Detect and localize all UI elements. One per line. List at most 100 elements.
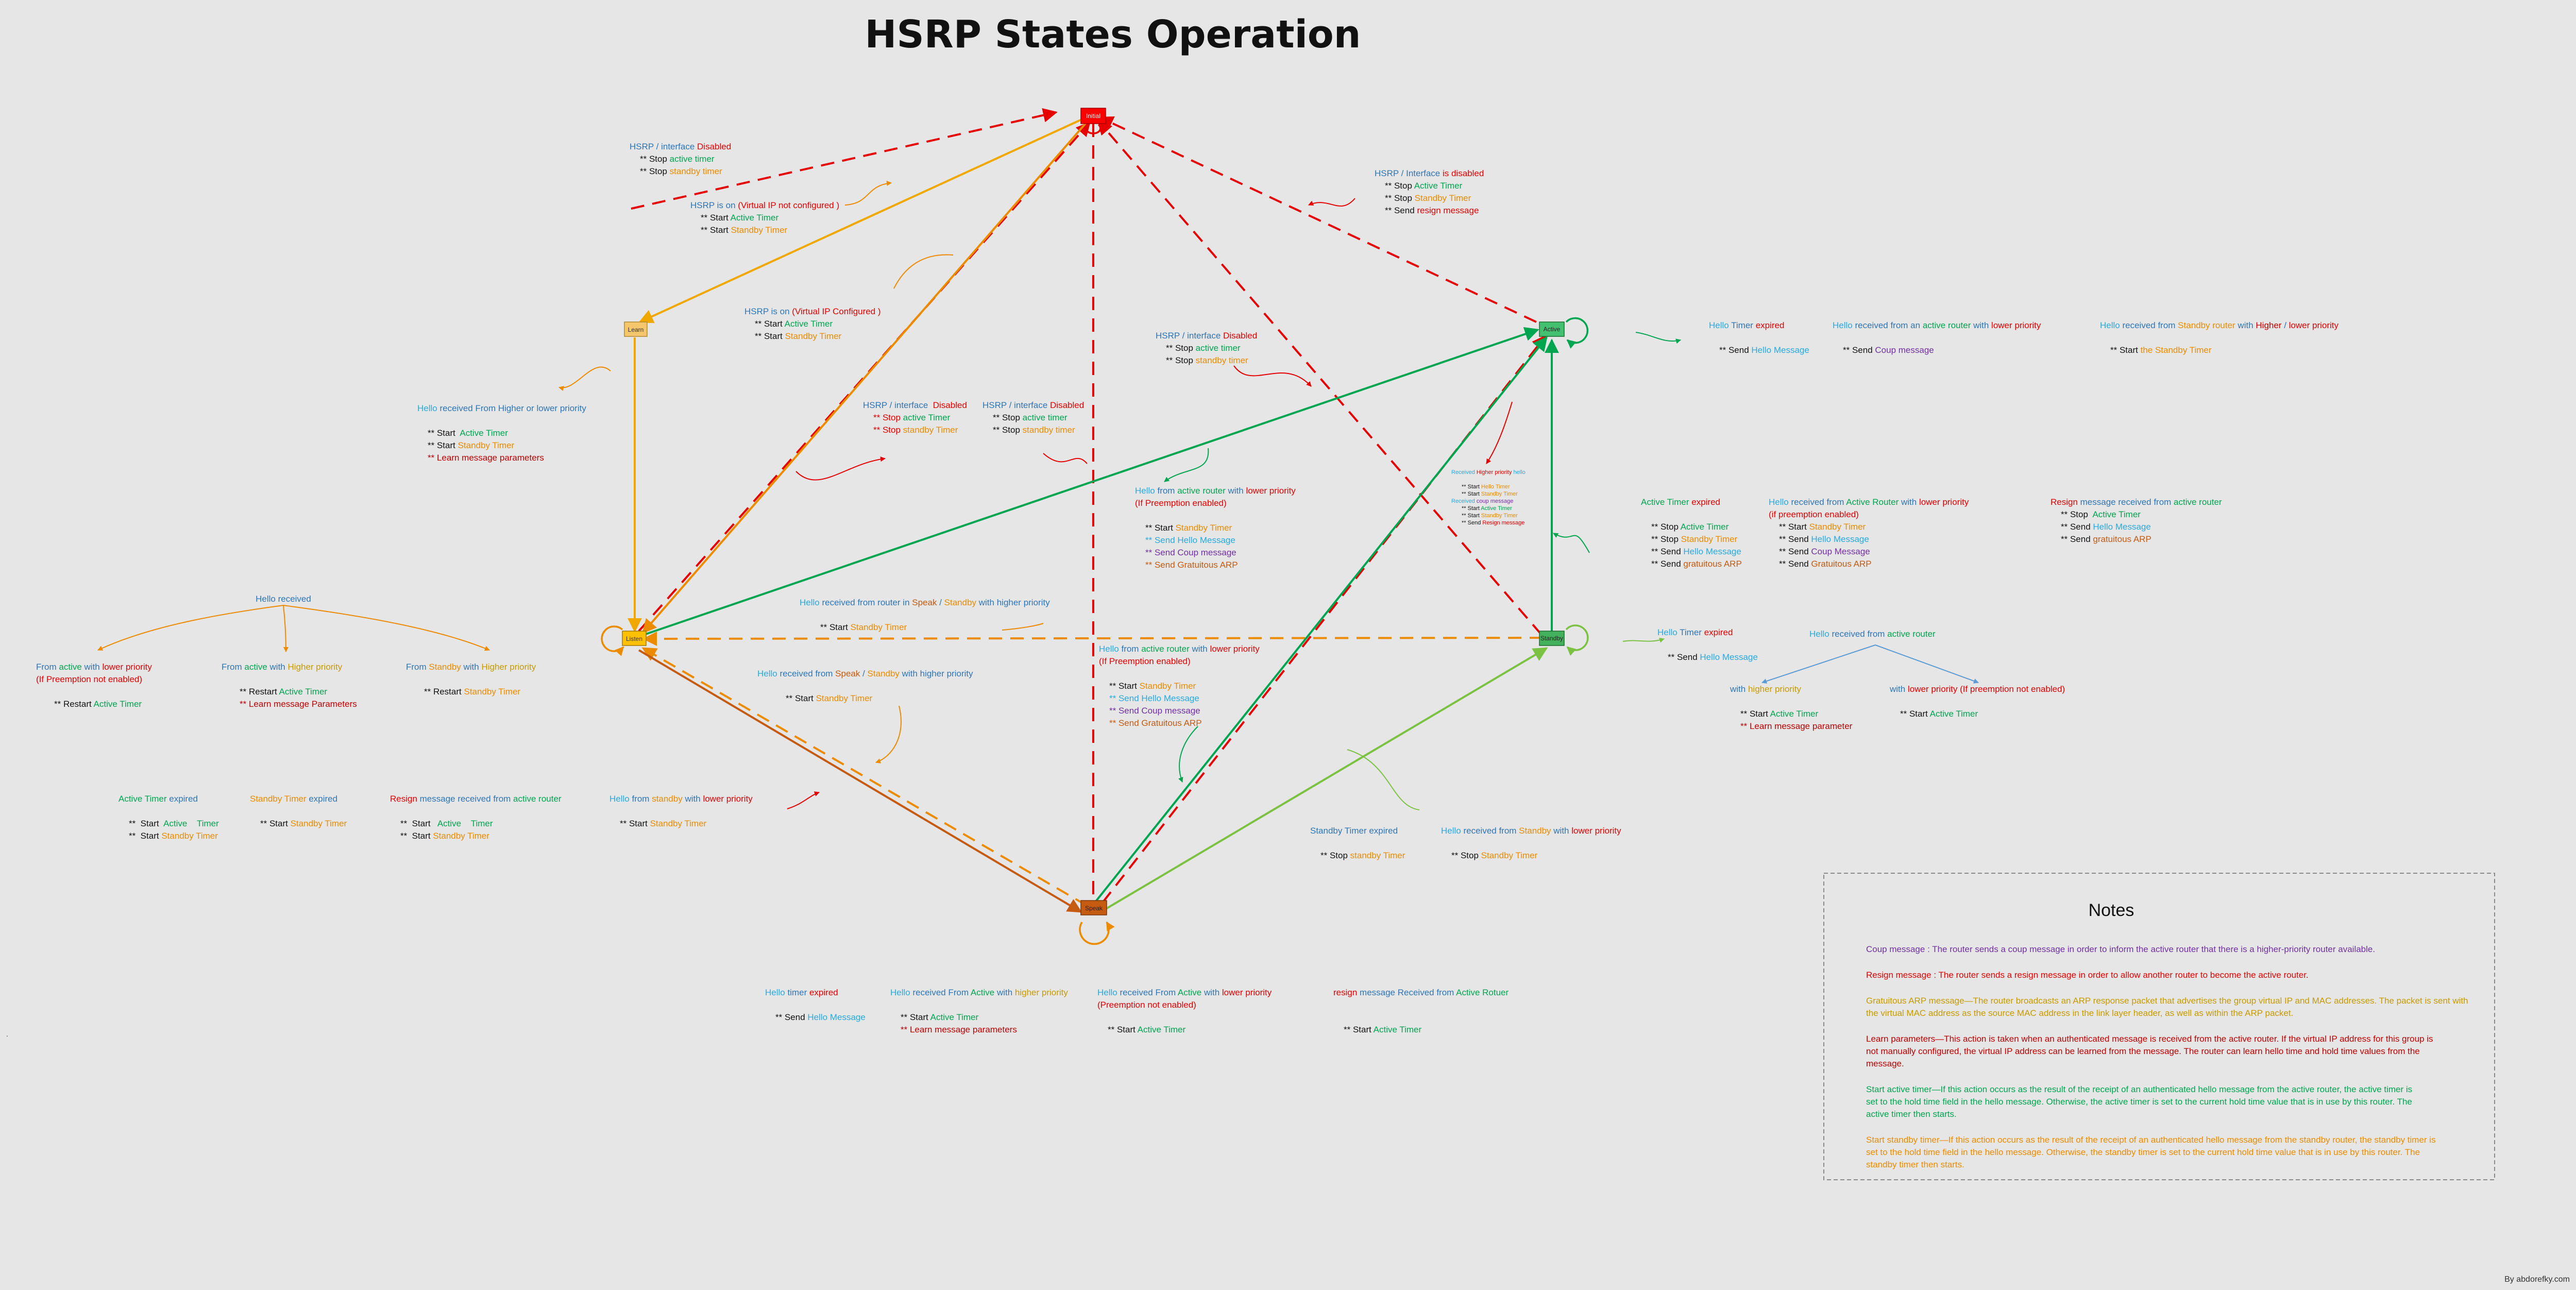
state-speak-label: Speak [1085, 905, 1103, 912]
annotation-line: From active with Higher priority [222, 662, 343, 672]
annotation-line: ** Send Hello Message [2061, 522, 2151, 532]
annotation-line: Hello received From Higher or lower prio… [417, 403, 586, 413]
note-item: Resign message : The router sends a resi… [1866, 970, 2309, 980]
annotation-line: Hello received from Speak / Standby with… [757, 669, 973, 678]
annotation-line: Hello received from router in Speak / St… [800, 598, 1050, 607]
transitions [628, 108, 1559, 913]
annotation-line: ** Start Standby Timer [1145, 523, 1232, 533]
edge-speak-to-standby [1101, 647, 1548, 912]
state-learn[interactable]: Learn [624, 321, 648, 337]
annotation-a12: Hello from active router with lower prio… [1099, 644, 1260, 728]
annotation-line: Active Timer expired [1641, 497, 1720, 507]
annotation-line: HSRP / interface Disabled [863, 400, 967, 410]
annotation-line: Hello from active router with lower prio… [1135, 486, 1296, 496]
state-listen[interactable]: Listen [622, 631, 647, 646]
annotation-a7: HSRP / interface Disabled ** Stop active … [863, 400, 967, 435]
annotation-line: Hello from standby with lower priority [609, 794, 753, 804]
annotation-line: ** Stop Active Timer [1385, 181, 1463, 191]
annotation-a24: Hello received [256, 594, 311, 604]
annotation-line: ** Send Gratuitous ARP [1145, 560, 1238, 570]
annotation-line: ** Start Active Timer [1462, 505, 1512, 512]
annotation-a6: Hello received From Higher or lower prio… [417, 403, 586, 463]
state-standby[interactable]: Standby [1539, 631, 1565, 646]
annotation-line: ** Stop Standby Timer [1651, 534, 1738, 544]
annotation-line: ** Start Active Timer [901, 1012, 978, 1022]
annotation-line: HSRP is on (Virtual IP Configured ) [744, 307, 881, 316]
annotation-a21: Hello received from active router [1809, 629, 1936, 639]
annotation-line: HSRP / Interface is disabled [1375, 168, 1484, 178]
edge-speak-to-listen [641, 647, 1088, 907]
annotation-line: ** Stop Standby Timer [1451, 851, 1538, 860]
state-speak[interactable]: Speak [1080, 900, 1107, 915]
annotation-a35: Hello received From Active with higher p… [890, 988, 1068, 1034]
annotation-a20: Hello Timer expired ** Send Hello Message [1657, 627, 1758, 662]
annotation-line: ** Start Standby Timer [1462, 491, 1518, 497]
note-item: Start active timer—If this action occurs… [1866, 1084, 2412, 1119]
annotation-line: Received coup message [1451, 498, 1513, 504]
annotation-line: ** Learn message Parameters [240, 699, 357, 709]
state-standby-label: Standby [1540, 635, 1563, 642]
annotation-line: Hello Timer expired [1709, 320, 1784, 330]
annotation-a18: Hello received from Active Router with l… [1769, 497, 1969, 569]
loop-listen [601, 625, 624, 656]
state-init-label: Initial [1086, 112, 1100, 120]
edge-init-to-learn [638, 116, 1087, 324]
annotation-a10: Hello received from router in Speak / St… [800, 598, 1050, 632]
annotation-line: ** Start Standby Timer [1779, 522, 1866, 532]
annotation-a13: Received Higher priority hello** Start H… [1451, 469, 1526, 526]
notes-box: Notes Coup message : The router sends a … [1823, 873, 2495, 1180]
annotation-line: Hello Timer expired [1657, 627, 1733, 637]
annotation-a25: From active with lower priority(If Preem… [36, 662, 152, 709]
state-active-label: Active [1544, 326, 1561, 333]
annotation-line: ** Start Standby Timer [620, 819, 707, 828]
annotation-line: From Standby with Higher priority [406, 662, 536, 672]
edge-standby-to-listen [642, 631, 1544, 646]
annotation-line: ** Start Active Timer [755, 319, 833, 329]
annotation-line: ** Start Active Timer [1900, 709, 1978, 719]
annotation-a33: Hello received from Standby with lower p… [1441, 826, 1621, 860]
state-learn-label: Learn [628, 326, 644, 333]
annotation-line: ** Stop standby Timer [873, 425, 958, 435]
annotation-a5: HSRP / interface Disabled** Stop active … [1156, 331, 1257, 365]
annotation-line: ** Start Standby Timer [1109, 681, 1196, 691]
annotation-line: ** Stop standby timer [1166, 355, 1248, 365]
annotation-line: (If Preemption enabled) [1099, 656, 1191, 666]
annotation-line: Received Higher priority hello [1451, 469, 1526, 476]
annotation-line: HSRP is on (Virtual IP not configured ) [690, 200, 839, 210]
annotation-line: ** Stop active timer [1166, 343, 1241, 353]
annotation-a31: Hello from standby with lower priority **… [609, 794, 753, 828]
annotation-line: ** Learn message parameter [1740, 721, 1853, 731]
annotation-line: (If Preemption enabled) [1135, 498, 1227, 508]
annotation-line: From active with lower priority [36, 662, 152, 672]
annotation-line: ** Restart Standby Timer [424, 687, 520, 697]
annotation-a30: Resign message received from active rout… [390, 794, 562, 841]
state-init[interactable]: Initial [1080, 108, 1106, 124]
annotation-line: ** Stop Active Timer [2061, 510, 2141, 519]
annotation-line: Resign message received from active rout… [390, 794, 562, 804]
annotation-line: Hello received from active router [1809, 629, 1936, 639]
annotation-a22: with higher priority** Start Active Time… [1730, 684, 1853, 731]
edge-active-to-init [1098, 116, 1537, 323]
callout-connectors [97, 180, 1979, 810]
annotation-line: (if preemption enabled) [1769, 510, 1859, 519]
annotation-line: ** Stop standby timer [640, 166, 722, 176]
annotation-a17: Active Timer expired** Stop Active Timer… [1641, 497, 1742, 569]
annotation-line: HSRP / interface Disabled [982, 400, 1084, 410]
annotation-a19: Resign message received from active rout… [2050, 497, 2222, 544]
stray-dot: . [6, 1030, 8, 1038]
loop-init [1085, 124, 1101, 134]
state-active[interactable]: Active [1539, 321, 1565, 337]
annotation-line: ** Start Active Timer [701, 213, 778, 223]
annotation-line: ** Start Standby Timer [1462, 513, 1518, 519]
note-item: Learn parameters—This action is taken wh… [1866, 1034, 2433, 1068]
notes-title: Notes [2089, 901, 2134, 920]
annotation-line: ** Stop active timer [993, 413, 1067, 422]
annotation-line: ** Send gratuitous ARP [1651, 559, 1742, 569]
annotation-line: ** Stop active Timer [873, 413, 951, 422]
edge-speak-to-active [1101, 334, 1547, 904]
annotation-line: HSRP / interface Disabled [630, 142, 731, 151]
annotation-line: ** Restart Active Timer [240, 687, 327, 697]
annotation-line: ** Send Hello Message [1668, 652, 1758, 662]
annotation-a37: resign message Received from Active Rotu… [1333, 988, 1509, 1034]
annotation-line: Hello received from an active router wit… [1833, 320, 2041, 330]
